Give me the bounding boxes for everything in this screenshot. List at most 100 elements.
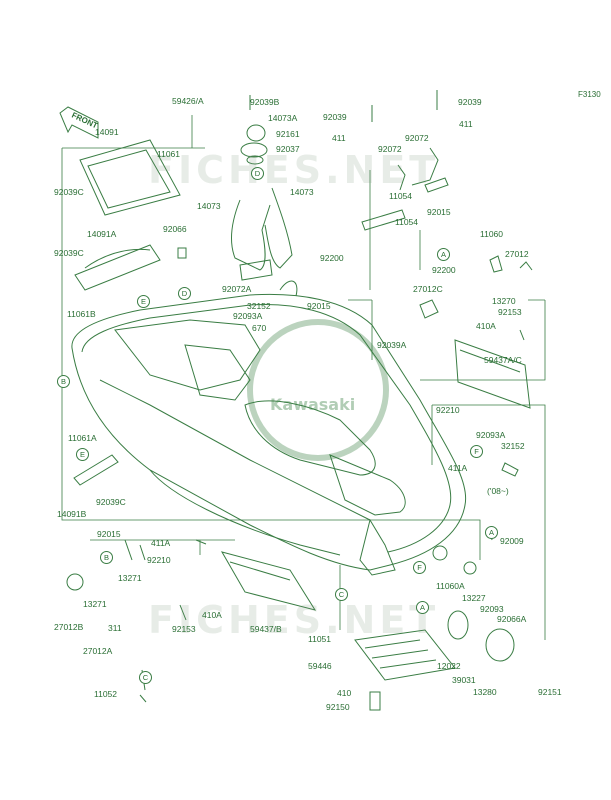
part-label: 11060 xyxy=(480,229,504,239)
cover-14091B xyxy=(73,454,119,486)
part-label: 92039C xyxy=(54,187,84,197)
part-label: 411 xyxy=(459,119,473,129)
part-label: 27012C xyxy=(413,284,443,294)
part-label: 14091A xyxy=(87,229,117,239)
part-label: 11061B xyxy=(67,309,96,319)
part-label: 59437A/C xyxy=(484,355,522,365)
part-label: 411 xyxy=(332,133,346,143)
part-label: 670 xyxy=(252,323,267,333)
part-label: 92200 xyxy=(320,253,344,263)
part-label: 13227 xyxy=(462,593,486,603)
part-label: 92037 xyxy=(276,144,300,154)
part-label: 13270 xyxy=(492,296,516,306)
grate-59446 xyxy=(354,629,456,681)
part-label: 92153 xyxy=(498,307,522,317)
part-label: 14073 xyxy=(197,201,221,211)
part-label: 14073 xyxy=(290,187,314,197)
part-label: 12022 xyxy=(437,661,461,671)
part-label: 13271 xyxy=(83,599,107,609)
part-label: 411A xyxy=(151,538,171,548)
part-label: 92039A xyxy=(377,340,407,350)
callout-c: C xyxy=(335,588,348,601)
part-label: 92161 xyxy=(276,129,300,139)
part-label: 92200 xyxy=(432,265,456,275)
part-label: 11054 xyxy=(389,191,413,201)
callout-b2: B xyxy=(100,551,113,564)
callout-b: B xyxy=(57,375,70,388)
callout-a3: A xyxy=(416,601,429,614)
part-label: 410A xyxy=(202,610,222,620)
part-label: 92210 xyxy=(436,405,460,415)
round-parts xyxy=(66,545,515,662)
watermark-top: FICHES.NET xyxy=(148,148,440,192)
part-label: 13271 xyxy=(118,573,142,583)
part-label: 92072 xyxy=(405,133,429,143)
part-label: 92072 xyxy=(378,144,402,154)
part-label: 92015 xyxy=(97,529,121,539)
part-label: 92039C xyxy=(96,497,126,507)
part-label: 92150 xyxy=(326,702,350,712)
part-label: 11061 xyxy=(157,149,181,159)
part-label: 11052 xyxy=(94,689,118,699)
part-label: 92039C xyxy=(54,248,84,258)
callout-c2: C xyxy=(139,671,152,684)
hatch-cover-14091 xyxy=(79,139,181,216)
intake-duct xyxy=(230,124,298,297)
part-label: 11051 xyxy=(308,634,332,644)
part-label: 92093A xyxy=(476,430,506,440)
part-label: 92210 xyxy=(147,555,171,565)
part-label: 59446 xyxy=(308,661,332,671)
part-label: 59437/B xyxy=(250,624,282,634)
diagram-code: F3130 xyxy=(578,90,601,99)
part-label: 27012 xyxy=(505,249,529,259)
part-label: 92039 xyxy=(458,97,482,107)
callout-e: E xyxy=(137,295,150,308)
logo-text: Kawasaki xyxy=(270,395,355,414)
callout-d: D xyxy=(178,287,191,300)
hull-body xyxy=(71,293,467,576)
part-label: 11061A xyxy=(68,433,97,443)
part-label: 92072A xyxy=(222,284,252,294)
part-label: 14091B xyxy=(57,509,87,519)
part-label: 14091 xyxy=(95,127,119,137)
part-label: 311 xyxy=(108,623,122,633)
part-label: 27012B xyxy=(54,622,84,632)
part-label: 92009 xyxy=(500,536,524,546)
part-label: 92015 xyxy=(307,301,331,311)
part-label: 11060A xyxy=(436,581,465,591)
part-label: 92153 xyxy=(172,624,196,634)
part-label: 92066 xyxy=(163,224,187,234)
part-label: 92093A xyxy=(233,311,263,321)
part-label: 13280 xyxy=(473,687,497,697)
callout-a2: A xyxy=(485,526,498,539)
part-label: 14073A xyxy=(268,113,298,123)
part-label: 11054 xyxy=(395,217,419,227)
leader-lines xyxy=(61,115,546,640)
part-label: 92039 xyxy=(323,112,347,122)
part-label: 92015 xyxy=(427,207,451,217)
part-label: 92039B xyxy=(250,97,280,107)
part-label: 410A xyxy=(476,321,496,331)
callout-d2: D xyxy=(251,167,264,180)
callout-f2: F xyxy=(413,561,426,574)
strip-59437AC xyxy=(454,339,531,409)
part-label: 39031 xyxy=(452,675,476,685)
vent-cover-14091A xyxy=(74,244,161,291)
callout-f: F xyxy=(470,445,483,458)
part-label: 410 xyxy=(337,688,352,698)
part-label: ('08~) xyxy=(487,486,509,496)
part-label: 32152 xyxy=(501,441,525,451)
part-label: 411A xyxy=(448,463,468,473)
strip-59437B xyxy=(220,551,317,611)
part-label: 27012A xyxy=(83,646,113,656)
part-label: 92093 xyxy=(480,604,504,614)
part-label: 92066A xyxy=(497,614,527,624)
callout-a: A xyxy=(437,248,450,261)
part-label: 92151 xyxy=(538,687,562,697)
part-label: 32152 xyxy=(247,301,271,311)
front-arrow-icon xyxy=(59,106,99,139)
watermark-bottom: FICHES.NET xyxy=(148,598,440,642)
logo-ring xyxy=(247,319,389,461)
callout-e2: E xyxy=(76,448,89,461)
